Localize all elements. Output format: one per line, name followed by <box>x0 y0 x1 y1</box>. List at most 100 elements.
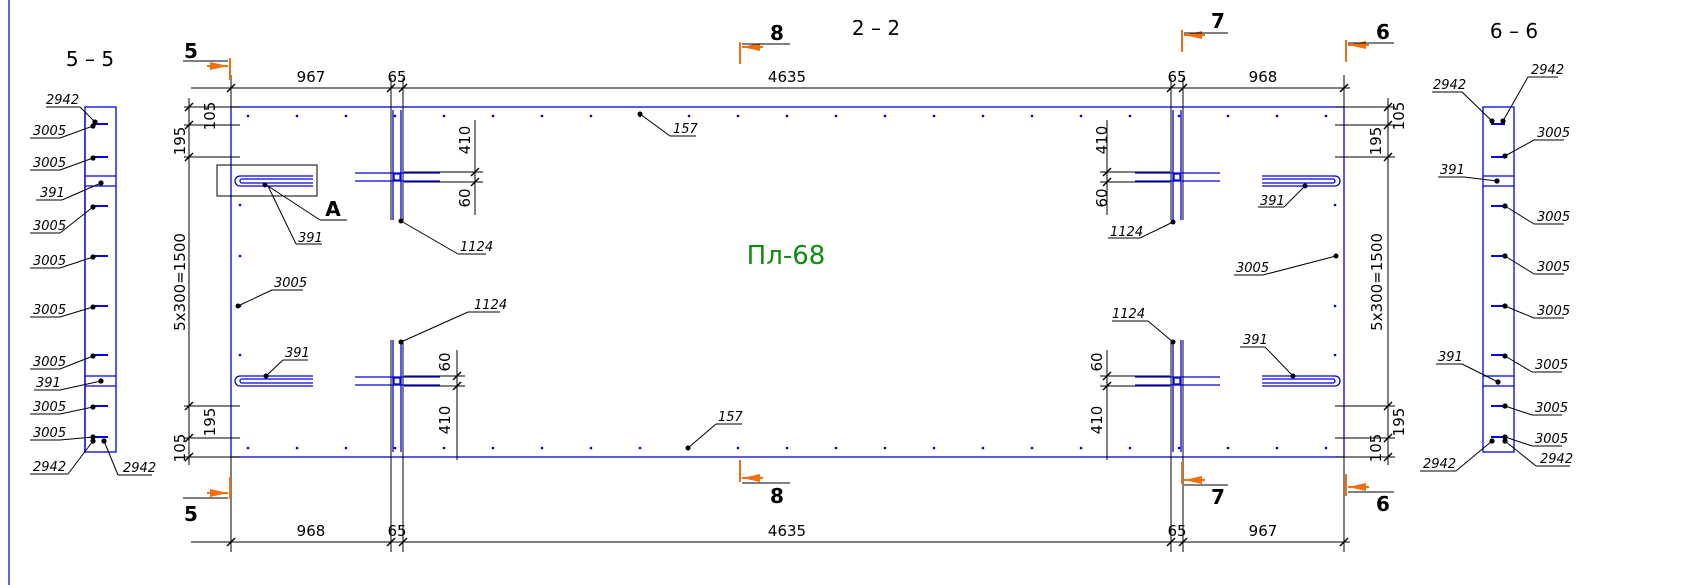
bar-dot <box>246 446 250 450</box>
bar-dot <box>1177 446 1181 450</box>
dim-left-105-top: 105 <box>201 102 219 131</box>
dimension-ticks <box>184 83 1393 547</box>
callout-391-tl: 391 <box>262 182 323 246</box>
bar-dot <box>295 114 299 118</box>
bar-dot <box>1030 114 1034 118</box>
end-loop-tr <box>1262 175 1341 187</box>
dim-inner-br-60: 60 <box>1088 352 1106 371</box>
section-marker-7-top: 7 <box>1181 9 1228 52</box>
section-callout: 3005 <box>30 123 96 139</box>
dim-inner-bl-410: 410 <box>436 406 454 435</box>
bar-dot <box>1324 114 1328 118</box>
lifting-loop-tl <box>355 110 440 220</box>
dim-bottom-65-left: 65 <box>387 522 406 540</box>
svg-text:3005: 3005 <box>1236 261 1269 276</box>
section-callout-label: 3005 <box>1535 358 1568 373</box>
callout-1124-br: 1124 <box>1112 307 1176 345</box>
bar-dot <box>1226 114 1230 118</box>
bar-dot <box>981 446 985 450</box>
section-callout-label: 391 <box>40 186 65 201</box>
dim-tick <box>226 537 236 547</box>
section-callout: 3005 <box>30 400 96 415</box>
callout-391-tr: 391 <box>1258 183 1308 209</box>
dim-tick <box>1178 83 1188 93</box>
section-callout-label: 3005 <box>33 219 66 234</box>
svg-text:1124: 1124 <box>474 298 507 313</box>
bar-dot <box>932 446 936 450</box>
svg-text:391: 391 <box>1260 194 1285 209</box>
dim-right-195-bottom: 195 <box>1390 408 1408 437</box>
section-callout-label: 2942 <box>1423 457 1456 472</box>
section-callout: 3005 <box>1502 303 1570 319</box>
bar-dot <box>1128 446 1132 450</box>
bar-dot <box>246 114 250 118</box>
section-callout-label: 3005 <box>33 355 66 370</box>
section-callout: 3005 <box>30 204 96 234</box>
lifting-loop-br <box>1135 340 1220 452</box>
section-5-5-bars <box>94 123 108 438</box>
section-callout: 3005 <box>1502 253 1570 275</box>
section-callout-label: 3005 <box>33 400 66 415</box>
dim-top-65-right: 65 <box>1167 68 1186 86</box>
bar-dot <box>1128 114 1132 118</box>
end-loop-br <box>1262 375 1341 387</box>
callout-1124-tr: 1124 <box>1108 219 1176 240</box>
dim-top-65-left: 65 <box>387 68 406 86</box>
dim-tick <box>386 537 396 547</box>
section-callout-label: 3005 <box>33 303 66 318</box>
svg-text:391: 391 <box>285 346 310 361</box>
dim-tick <box>1178 537 1188 547</box>
bar-dot <box>1177 114 1181 118</box>
callout-3005-left: 3005 <box>235 276 307 309</box>
section-marker-8-top: 8 <box>739 21 790 64</box>
lifting-loop-tr <box>1135 110 1220 220</box>
svg-text:8: 8 <box>770 484 784 508</box>
end-loop-tl <box>234 175 313 187</box>
section-callout-label: 2942 <box>46 93 79 108</box>
section-5-5: 2942300530053913005300530053005391300530… <box>30 93 156 476</box>
svg-text:3005: 3005 <box>274 276 307 291</box>
svg-text:157: 157 <box>673 122 699 137</box>
section-callout: 2942 <box>1432 78 1495 124</box>
section-callout-label: 3005 <box>1537 126 1570 141</box>
section-callout-label: 3005 <box>33 156 66 171</box>
bar-dot <box>491 446 495 450</box>
bar-dot <box>834 446 838 450</box>
bar-dot <box>442 446 446 450</box>
section-6-6-bars <box>1491 123 1505 438</box>
bar-dot <box>540 114 544 118</box>
bar-dot <box>295 446 299 450</box>
callout-391-br: 391 <box>1240 333 1296 379</box>
bar-dot <box>442 114 446 118</box>
detail-label-a: A <box>325 197 341 221</box>
dim-bottom-65-right: 65 <box>1167 522 1186 540</box>
dim-right-105-top: 105 <box>1390 102 1408 131</box>
section-callout-label: 391 <box>1438 350 1463 365</box>
bar-dot <box>883 446 887 450</box>
dim-inner-bl-60: 60 <box>436 352 454 371</box>
dim-left-195-top: 195 <box>171 127 189 156</box>
section-marker-5-bottom: 5 <box>183 477 231 526</box>
section-callout-label: 391 <box>36 376 61 391</box>
section-callout-label: 2942 <box>1531 63 1564 78</box>
dim-tick <box>398 537 408 547</box>
section-6-6-callouts: 2942294230053913005300530053005391300530… <box>1420 63 1573 472</box>
bar-dot <box>540 446 544 450</box>
bar-dot <box>638 446 642 450</box>
bar-dot <box>1226 446 1230 450</box>
bar-dot <box>687 114 691 118</box>
dim-tick <box>1166 83 1176 93</box>
bar-dot <box>344 114 348 118</box>
svg-text:1124: 1124 <box>1110 225 1143 240</box>
dim-left-1500: 5х300=1500 <box>171 233 189 331</box>
bar-dots <box>246 114 1328 450</box>
section-callout: 2942 <box>30 438 96 475</box>
main-plan: 967 65 4635 65 968 968 65 4635 65 967 10… <box>171 68 1408 552</box>
dim-inner-tr-60: 60 <box>1093 188 1111 207</box>
dim-bottom-968: 968 <box>297 522 326 540</box>
section-callout: 2942 <box>101 438 156 476</box>
section-callout: 2942 <box>1502 438 1573 467</box>
section-callout: 3005 <box>1502 432 1568 447</box>
section-5-5-callouts: 2942300530053913005300530053005391300530… <box>30 93 156 476</box>
